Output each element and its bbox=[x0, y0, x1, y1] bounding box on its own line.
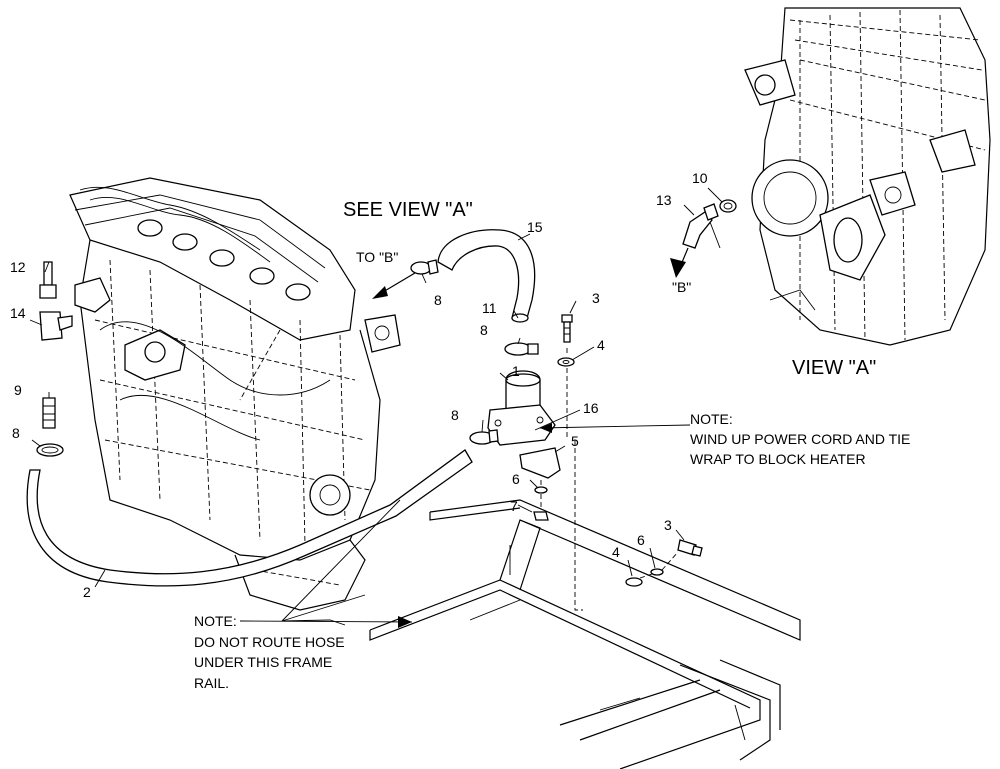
to-b-label: TO "B" bbox=[356, 249, 398, 265]
engine-block bbox=[69, 177, 401, 611]
callout-9: 9 bbox=[14, 382, 22, 398]
elbow-fitting bbox=[39, 311, 73, 341]
hose-clamp-mid bbox=[504, 342, 539, 356]
callout-8-left: 8 bbox=[12, 425, 20, 441]
b-arrow bbox=[670, 258, 686, 278]
note-frame-line1: DO NOT ROUTE HOSE bbox=[194, 634, 345, 650]
callout-2: 2 bbox=[83, 584, 91, 600]
callout-3-upper: 3 bbox=[592, 290, 600, 306]
note-frame-line2: UNDER THIS FRAME bbox=[194, 654, 332, 670]
temp-sender bbox=[39, 261, 57, 299]
callout-8-mid: 8 bbox=[480, 322, 488, 338]
callout-8-top: 8 bbox=[434, 292, 442, 308]
washer-upper bbox=[557, 357, 575, 367]
callout-15: 15 bbox=[527, 219, 543, 235]
hose-clamp-top bbox=[410, 259, 439, 275]
callout-10: 10 bbox=[692, 170, 708, 186]
lock-washer-lower bbox=[650, 568, 664, 576]
note-heater-line2: WRAP TO BLOCK HEATER bbox=[690, 451, 866, 467]
callout-11: 11 bbox=[482, 300, 497, 316]
mounting-bracket bbox=[519, 447, 561, 479]
callout-14: 14 bbox=[10, 305, 26, 321]
callout-4-lower: 4 bbox=[612, 544, 620, 560]
hose-clamp-heater bbox=[469, 429, 499, 445]
callout-16: 16 bbox=[583, 400, 599, 416]
note-frame-title: NOTE: bbox=[194, 613, 237, 629]
see-view-arrow bbox=[372, 269, 421, 299]
upper-hose bbox=[437, 229, 536, 319]
callout-6-lower: 6 bbox=[637, 532, 645, 548]
callout-4-upper: 4 bbox=[597, 337, 605, 353]
elbow-hose-fitting bbox=[682, 203, 719, 249]
bolt-upper bbox=[561, 314, 573, 343]
note-frame-line3: RAIL. bbox=[194, 675, 229, 691]
note-heater-title: NOTE: bbox=[690, 411, 733, 427]
view-a-engine bbox=[744, 7, 991, 346]
view-a-heading: VIEW "A" bbox=[792, 357, 876, 379]
callout-6-upper: 6 bbox=[512, 471, 520, 487]
see-view-a-heading: SEE VIEW "A" bbox=[343, 199, 473, 221]
block-heater bbox=[487, 370, 556, 446]
callout-7: 7 bbox=[510, 498, 518, 514]
adapter-fitting bbox=[719, 199, 737, 213]
frame-rail bbox=[369, 499, 801, 769]
callout-8-heater: 8 bbox=[451, 407, 459, 423]
hose-barb bbox=[42, 397, 56, 429]
leader-lines bbox=[29, 187, 723, 626]
lock-washer-upper bbox=[534, 486, 548, 494]
washer-lower bbox=[625, 577, 643, 587]
hose-clamp-left bbox=[36, 443, 64, 457]
callout-12: 12 bbox=[10, 259, 26, 275]
nut bbox=[533, 511, 549, 521]
callout-5: 5 bbox=[571, 433, 579, 449]
note-heater-line1: WIND UP POWER CORD AND TIE bbox=[690, 431, 910, 447]
callout-3-lower: 3 bbox=[664, 517, 672, 533]
b-label: "B" bbox=[672, 279, 691, 295]
heater-hose bbox=[26, 449, 473, 587]
bolt-lower bbox=[677, 539, 703, 557]
callout-13: 13 bbox=[656, 192, 672, 208]
callout-1: 1 bbox=[512, 363, 520, 379]
